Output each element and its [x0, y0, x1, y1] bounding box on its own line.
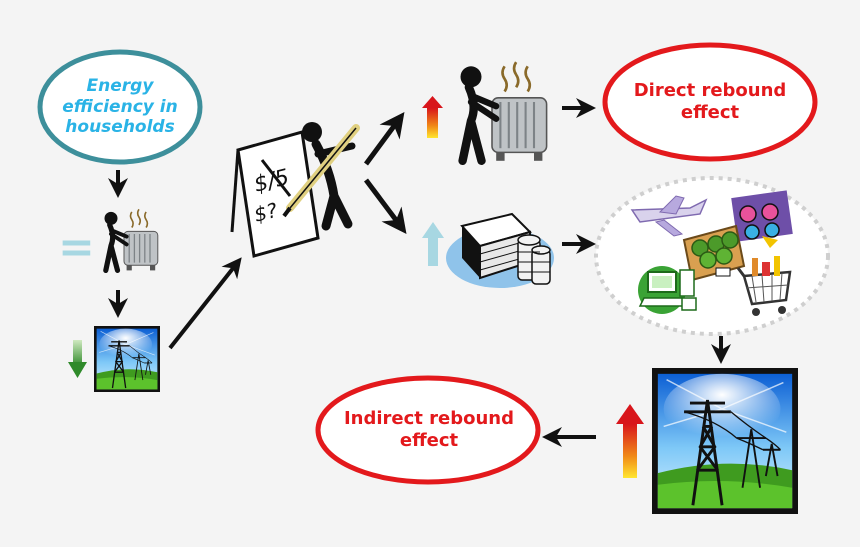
energy-efficiency-label: Energy efficiency in households [62, 76, 178, 138]
arrow-to-indirect [364, 178, 407, 234]
indirect-rebound-ellipse [315, 375, 541, 485]
money-stack-icon [446, 212, 554, 288]
direct-rebound-ellipse [602, 42, 818, 162]
red-up-arrow-large-icon [616, 404, 644, 478]
arrow-to-direct [363, 111, 405, 166]
red-up-arrow-icon [422, 96, 443, 138]
arrow-diagonal-up [168, 257, 242, 350]
person-calculating-icon: $/5 $? [230, 122, 360, 258]
airplane-icon [630, 195, 708, 237]
equals-symbol: = [58, 222, 95, 273]
fruit-crate-icon [682, 224, 746, 282]
person-radiator-icon [105, 209, 158, 270]
power-tower-icon [93, 325, 161, 393]
green-down-arrow-icon [68, 340, 87, 378]
power-tower-large-icon [650, 366, 800, 516]
consumer-goods-icon [630, 190, 793, 316]
direct-rebound-label: Direct rebound effect [633, 80, 787, 123]
computer-icon [638, 266, 697, 314]
shopping-cart-icon [736, 256, 792, 316]
energy-efficiency-ellipse [37, 49, 203, 165]
indirect-rebound-label: Indirect rebound effect [343, 408, 515, 451]
light-blue-up-arrow-icon [422, 222, 444, 266]
person-radiator-large-icon [461, 62, 547, 161]
sunglasses-icon [731, 190, 793, 248]
